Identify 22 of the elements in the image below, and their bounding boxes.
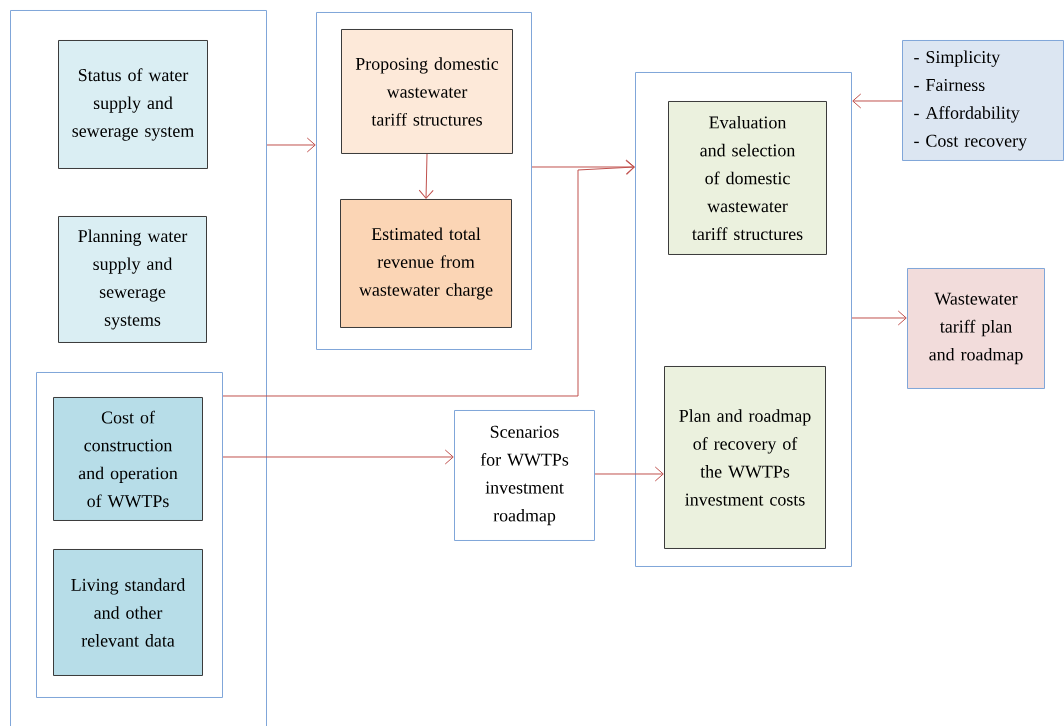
process-box: Estimated total revenue from wastewater charge: [340, 199, 512, 328]
arrow: [594, 466, 664, 482]
arrow: [851, 310, 907, 326]
output-box: Wastewater tariff plan and roadmap: [907, 268, 1045, 389]
group-frame: [36, 372, 223, 698]
process-box: Scenarios for WWTPs investment roadmap: [454, 410, 595, 541]
group-frame: [316, 12, 532, 350]
arrow: [531, 159, 635, 175]
input-box: Living standard and other relevant data: [53, 549, 203, 676]
input-box: Cost of construction and operation of WWTPs: [53, 397, 203, 521]
arrow: [266, 137, 316, 153]
process-box: Evaluation and selection of domestic wastewater tariff structures: [668, 101, 827, 255]
group-frame: [635, 72, 852, 567]
criteria-box: - Simplicity - Fairness - Affordability - Cost recovery: [902, 40, 1064, 161]
input-box: Status of water supply and sewerage system: [58, 40, 208, 169]
arrow: [852, 93, 903, 109]
arrow: [222, 159, 635, 397]
process-box: Plan and roadmap of recovery of the WWTPs investment costs: [664, 366, 826, 549]
arrow: [222, 449, 454, 465]
arrow: [418, 153, 434, 199]
input-box: Planning water supply and sewerage systems: [58, 216, 207, 343]
process-box: Proposing domestic wastewater tariff structures: [341, 29, 513, 154]
